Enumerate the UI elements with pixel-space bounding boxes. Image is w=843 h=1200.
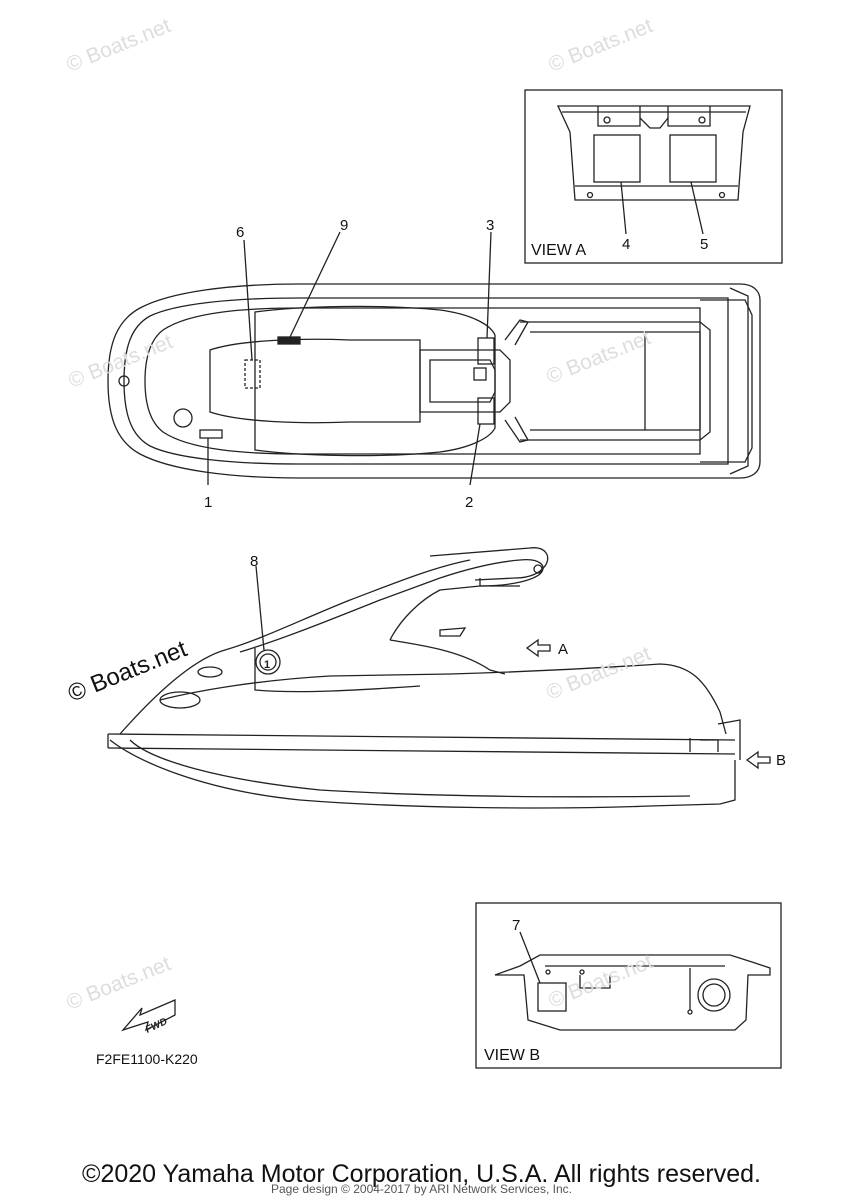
watermark: © Boats.net [543,326,654,389]
watermark: © Boats.net [545,950,656,1013]
direction-arrow-a [525,638,551,658]
decal-number: 1 [264,659,270,671]
watermark: © Boats.net [63,952,174,1015]
view-a-inset [524,89,783,264]
callout-6: 6 [236,224,244,241]
copyright-notice: ©2020 Yamaha Motor Corporation, U.S.A. A… [82,1160,761,1188]
watermark: © Boats.net [65,330,176,393]
view-b-label: VIEW B [484,1047,540,1064]
callout-5: 5 [700,236,708,253]
view-a-label: VIEW A [531,242,586,259]
part-number: F2FE1100-K220 [96,1051,198,1067]
callout-8: 8 [250,553,258,570]
watermark: © Boats.net [63,14,174,77]
watermark: © Boats.net [545,14,656,77]
direction-label-b: B [776,752,786,769]
fwd-label: FWD [144,1016,169,1036]
top-view-label-area-1 [199,429,223,439]
direction-label-a: A [558,641,568,658]
view-a-label-area-5 [669,134,717,183]
callout-7: 7 [512,917,520,934]
side-view-watercraft [107,547,741,809]
callout-2: 2 [465,494,473,511]
callout-4: 4 [622,236,630,253]
top-view-label-area-9 [277,336,301,345]
callout-9: 9 [340,217,348,234]
fwd-arrow [120,999,176,1032]
page-design-notice: Page design © 2004-2017 by ARI Network S… [270,1182,572,1196]
top-view-watercraft [107,231,761,486]
view-b-inset [475,902,782,1069]
callout-1: 1 [204,494,212,511]
view-b-label-area-7 [537,982,567,1012]
top-view-label-area-6 [244,359,261,389]
direction-arrow-b [745,750,771,770]
callout-3: 3 [486,217,494,234]
view-a-label-area-4 [593,134,641,183]
